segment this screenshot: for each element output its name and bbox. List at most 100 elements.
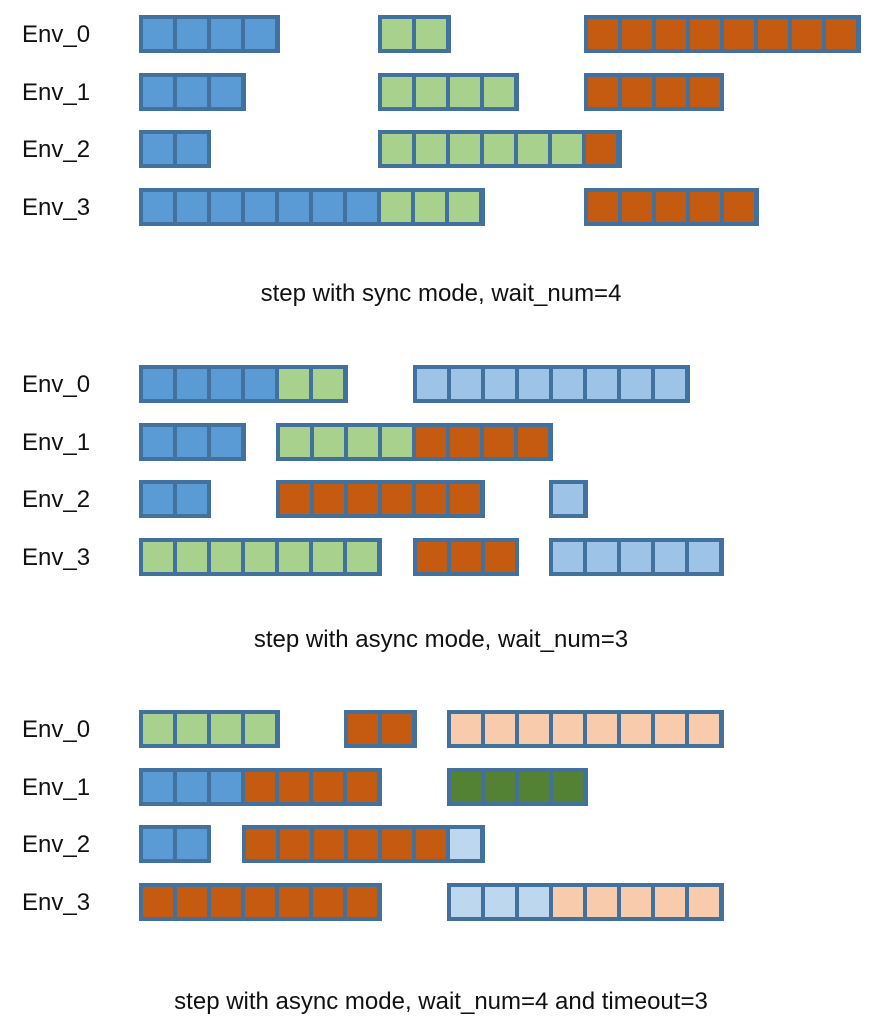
step-cell-orange: [347, 771, 377, 802]
step-cell-orange: [484, 541, 515, 572]
step-cell-orange: [211, 886, 241, 917]
step-cell-blue: [313, 191, 343, 222]
step-cell-peach: [552, 714, 583, 744]
step-cell-blue: [177, 484, 207, 514]
step-cell-darkgreen: [518, 771, 549, 802]
step-block: [139, 187, 485, 226]
step-cell-orange: [757, 19, 788, 49]
step-cell-orange: [655, 76, 686, 107]
step-cell-orange: [621, 191, 652, 222]
step-block: [139, 480, 212, 518]
step-cell-green: [382, 134, 413, 164]
step-cell-lightblue: [553, 541, 584, 572]
step-cell-orange: [348, 714, 379, 744]
step-block: [139, 365, 349, 403]
step-cell-orange: [825, 19, 856, 49]
step-cell-blue: [211, 191, 241, 222]
step-cell-orange: [245, 829, 276, 859]
step-cell-peach: [654, 886, 685, 917]
step-cell-peach: [654, 714, 685, 744]
step-cell-orange: [449, 426, 480, 457]
step-block: [378, 130, 622, 168]
step-cell-paleblue: [450, 886, 481, 917]
step-cell-lightblue: [586, 369, 617, 399]
step-cell-green: [313, 541, 343, 572]
step-cell-blue: [347, 191, 377, 222]
step-cell-blue: [211, 369, 241, 399]
step-cell-orange: [723, 191, 754, 222]
step-cell-orange: [279, 829, 310, 859]
step-block: [139, 130, 212, 168]
step-cell-green: [484, 134, 515, 164]
step-cell-blue: [143, 484, 173, 514]
step-cell-blue: [177, 134, 207, 164]
step-cell-orange: [587, 19, 618, 49]
step-block: [583, 15, 862, 53]
step-cell-lightblue: [416, 369, 447, 399]
step-cell-orange: [517, 426, 548, 457]
step-cell-green: [416, 134, 447, 164]
step-cell-peach: [552, 886, 583, 917]
step-cell-blue: [279, 191, 309, 222]
step-block: [549, 480, 588, 518]
step-cell-orange: [449, 484, 480, 514]
step-cell-orange: [415, 829, 446, 859]
step-cell-blue: [211, 771, 241, 802]
step-cell-orange: [621, 19, 652, 49]
step-cell-orange: [245, 886, 275, 917]
step-cell-peach: [620, 714, 651, 744]
step-cell-blue: [143, 134, 173, 164]
step-cell-green: [518, 134, 549, 164]
env-label: Env_3: [22, 193, 91, 221]
step-cell-blue: [177, 19, 207, 49]
step-cell-green: [177, 714, 207, 744]
step-block: [378, 15, 451, 53]
step-cell-orange: [313, 886, 343, 917]
step-cell-green: [382, 76, 413, 107]
step-cell-blue: [143, 369, 173, 399]
step-cell-orange: [313, 829, 344, 859]
step-cell-paleblue: [518, 886, 549, 917]
step-cell-green: [143, 541, 173, 572]
env-label: Env_2: [22, 831, 91, 858]
step-cell-orange: [347, 484, 378, 514]
step-cell-lightblue: [552, 369, 583, 399]
step-cell-green: [416, 19, 447, 49]
step-cell-green: [449, 191, 479, 222]
env-label: Env_2: [22, 136, 91, 163]
step-cell-orange: [313, 771, 343, 802]
step-cell-green: [245, 714, 275, 744]
step-cell-darkgreen: [484, 771, 515, 802]
step-cell-peach: [586, 714, 617, 744]
env-label: Env_0: [22, 371, 91, 398]
step-cell-blue: [143, 426, 173, 457]
step-block: [275, 480, 485, 518]
step-cell-green: [177, 541, 207, 572]
step-cell-blue: [143, 771, 173, 802]
step-cell-orange: [655, 19, 686, 49]
step-cell-green: [450, 76, 481, 107]
step-cell-darkgreen: [552, 771, 583, 802]
step-cell-orange: [313, 484, 344, 514]
step-cell-blue: [177, 369, 207, 399]
step-cell-orange: [143, 886, 173, 917]
env-label: Env_3: [22, 543, 91, 571]
step-block: [139, 422, 246, 461]
step-block: [139, 767, 383, 806]
step-cell-lightblue: [621, 541, 652, 572]
step-cell-blue: [177, 771, 207, 802]
step-cell-orange: [587, 76, 618, 107]
step-block: [275, 422, 554, 461]
step-cell-paleblue: [484, 886, 515, 917]
panel-caption: step with sync mode, wait_num=4: [260, 280, 622, 307]
step-cell-orange: [381, 484, 412, 514]
env-label: Env_2: [22, 486, 91, 513]
env-label: Env_1: [22, 773, 91, 801]
step-block: [344, 710, 417, 748]
step-cell-lightblue: [654, 369, 685, 399]
step-cell-orange: [689, 76, 720, 107]
step-cell-green: [279, 541, 309, 572]
step-cell-peach: [620, 886, 651, 917]
step-block: [583, 72, 725, 111]
